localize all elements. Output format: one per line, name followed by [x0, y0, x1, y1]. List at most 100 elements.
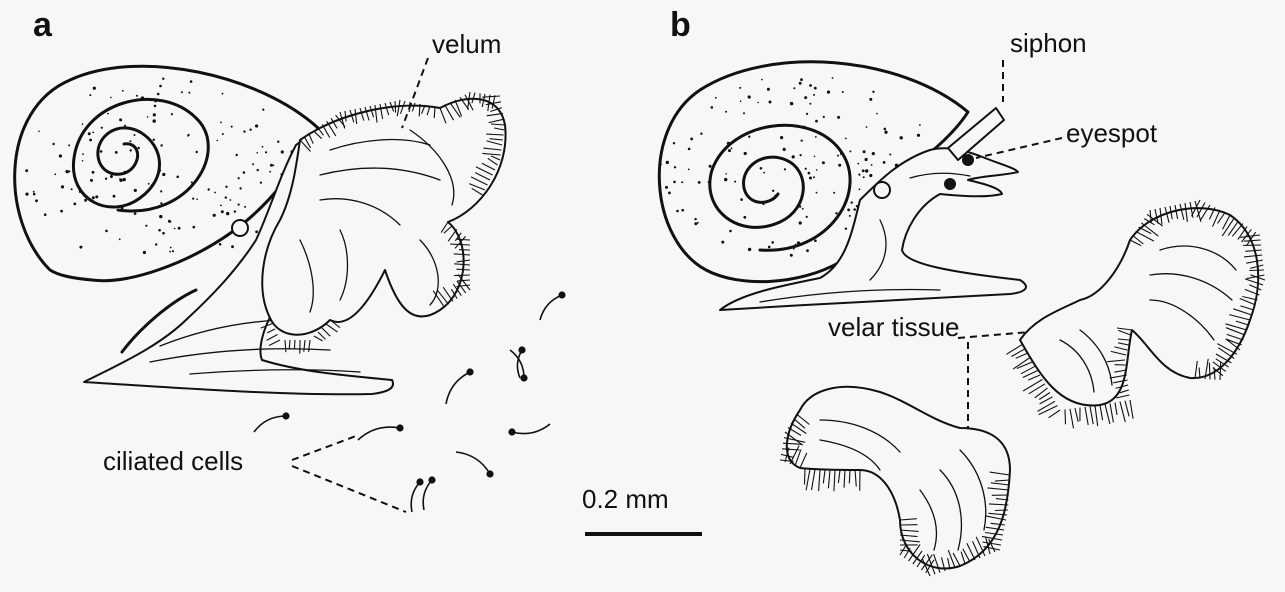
cilium [285, 340, 286, 352]
cilium [1120, 390, 1129, 393]
ciliated-cell-tail [254, 416, 286, 432]
stipple-dot [225, 186, 227, 188]
stipple-dot [709, 165, 712, 168]
stipple-dot [79, 190, 82, 193]
stipple-dot [159, 85, 162, 88]
stipple-dot [740, 198, 743, 201]
stipple-dot [90, 179, 93, 182]
stipple-dot [25, 169, 28, 172]
stipple-dot [44, 213, 47, 216]
stipple-dot [809, 177, 812, 180]
stipple-dot [273, 165, 275, 167]
stipple-dot [193, 226, 196, 229]
stipple-dot [277, 141, 279, 143]
stipple-dot [68, 144, 70, 146]
stipple-dot [119, 238, 121, 240]
cilium [1249, 270, 1264, 271]
stipple-dot [823, 116, 825, 118]
stipple-dot [774, 195, 777, 198]
stipple-dot [172, 250, 174, 252]
stipple-dot [119, 179, 122, 182]
stipple-dot [842, 91, 844, 93]
stipple-dot [665, 186, 668, 189]
stipple-dot [813, 176, 815, 178]
stipple-dot [884, 131, 887, 134]
stipple-dot [222, 93, 224, 95]
label-siphon: siphon [1010, 28, 1087, 58]
stipple-dot [806, 249, 809, 252]
label-eyespot: eyespot [1066, 118, 1158, 148]
leader-ciliated-cells-1 [292, 436, 356, 460]
cilium [1120, 402, 1125, 422]
stipple-dot [158, 229, 161, 232]
stipple-dot [740, 225, 742, 227]
stipple-dot [61, 185, 64, 188]
stipple-dot [698, 181, 701, 184]
stipple-dot [795, 244, 797, 246]
stipple-dot [226, 212, 229, 215]
ciliated-cell-tail [446, 372, 470, 404]
cilium [1209, 363, 1210, 380]
cilium [1013, 358, 1030, 370]
stipple-dot [153, 113, 156, 116]
stipple-dot [799, 82, 802, 85]
stipple-dot [153, 139, 155, 141]
stipple-dot [801, 140, 803, 142]
stipple-dot [123, 178, 126, 181]
cilium [812, 470, 816, 491]
cilium [1125, 401, 1129, 417]
stipple-dot [838, 164, 841, 167]
stipple-dot [690, 138, 693, 141]
cilium [267, 335, 278, 341]
stipple-dot [803, 126, 805, 128]
ciliated-cell-tail [423, 480, 432, 510]
stipple-dot [814, 239, 817, 242]
cilium [1130, 400, 1133, 419]
stipple-dot [790, 102, 793, 105]
stipple-dot [800, 154, 802, 156]
stipple-dot [33, 191, 35, 193]
stipple-dot [784, 168, 786, 170]
stipple-dot [170, 247, 172, 249]
panel-b-velar-tissue-lower [780, 387, 1010, 576]
stipple-dot [871, 164, 873, 166]
stipple-dot [872, 91, 874, 93]
stipple-dot [110, 97, 112, 99]
stipple-dot [100, 150, 103, 153]
stipple-dot [107, 113, 109, 115]
stipple-dot [256, 152, 258, 154]
stipple-dot [780, 136, 783, 139]
stipple-dot [760, 167, 763, 170]
cilium [457, 239, 470, 240]
stipple-dot [196, 198, 198, 200]
stipple-dot [849, 215, 851, 217]
stipple-dot [208, 188, 210, 190]
stipple-dot [124, 125, 126, 127]
stipple-dot [763, 172, 765, 174]
stipple-dot [89, 94, 91, 96]
stipple-dot [809, 103, 811, 105]
stipple-dot [225, 196, 227, 198]
stipple-dot [153, 119, 156, 122]
stipple-dot [721, 241, 724, 244]
stipple-dot [694, 218, 696, 220]
leader-eyespot [976, 138, 1062, 158]
stipple-dot [148, 183, 150, 185]
stipple-dot [255, 124, 258, 127]
stipple-dot [33, 193, 36, 196]
stipple-dot [160, 202, 162, 204]
stipple-dot [863, 150, 866, 153]
stipple-dot [196, 151, 198, 153]
stipple-dot [238, 204, 240, 206]
cilium [1116, 395, 1129, 398]
stipple-dot [159, 169, 161, 171]
stipple-dot [857, 163, 859, 165]
stipple-dot [743, 216, 746, 219]
cilium [318, 332, 326, 339]
stipple-dot [849, 150, 851, 152]
stipple-dot [84, 199, 87, 202]
ciliated-cell-head [486, 470, 493, 477]
stipple-dot [162, 78, 164, 80]
stipple-dot [238, 177, 240, 179]
stipple-dot [876, 113, 878, 115]
